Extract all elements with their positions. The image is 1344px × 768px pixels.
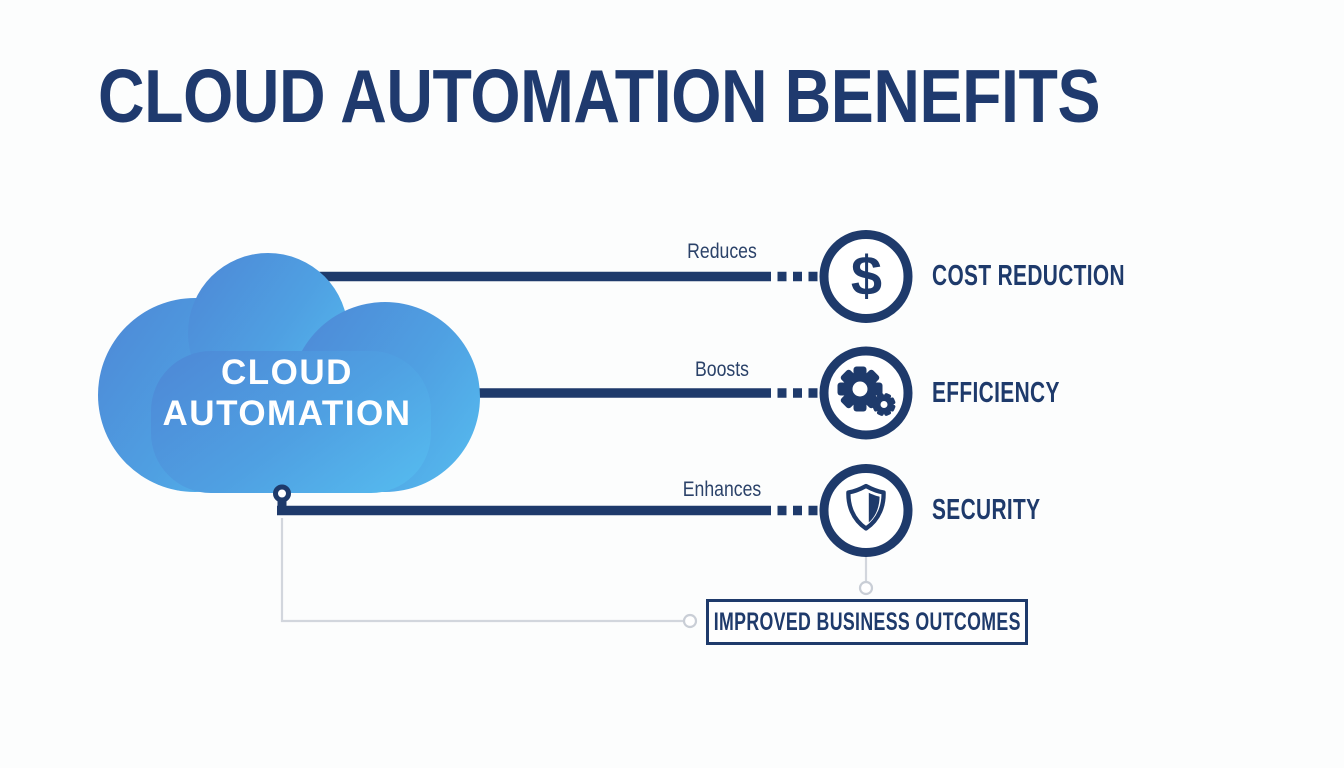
cloud-shape [98, 253, 480, 493]
cloud-label-line2: AUTOMATION [162, 394, 412, 433]
dollar-symbol: $ [850, 244, 883, 307]
outcome-box: IMPROVED BUSINESS OUTCOMES [706, 599, 1028, 645]
benefit-label-efficiency: EFFICIENCY [932, 377, 1060, 409]
outcome-connector-left [280, 518, 683, 623]
outcome-connectors [280, 518, 868, 623]
cloud-bottom-node [273, 484, 291, 503]
shield-glyph [846, 483, 886, 531]
verb-reduces: Reduces [687, 240, 757, 263]
benefit-label-cost-reduction: COST REDUCTION [932, 260, 1125, 292]
cloud-label-line1: CLOUD [221, 353, 353, 392]
connector-node-right [858, 580, 874, 596]
cloud-label: CLOUD AUTOMATION [137, 352, 437, 434]
page-title: CLOUD AUTOMATION BENEFITS [98, 54, 1101, 138]
dollar-icon [819, 230, 913, 323]
verb-boosts: Boosts [695, 358, 749, 381]
benefit-connector-lines [277, 271, 818, 516]
gears-glyph [837, 366, 896, 416]
benefit-label-security: SECURITY [932, 494, 1041, 526]
connector-node-left [682, 613, 698, 629]
outcome-box-label: IMPROVED BUSINESS OUTCOMES [713, 607, 1021, 636]
verb-enhances: Enhances [682, 478, 762, 501]
